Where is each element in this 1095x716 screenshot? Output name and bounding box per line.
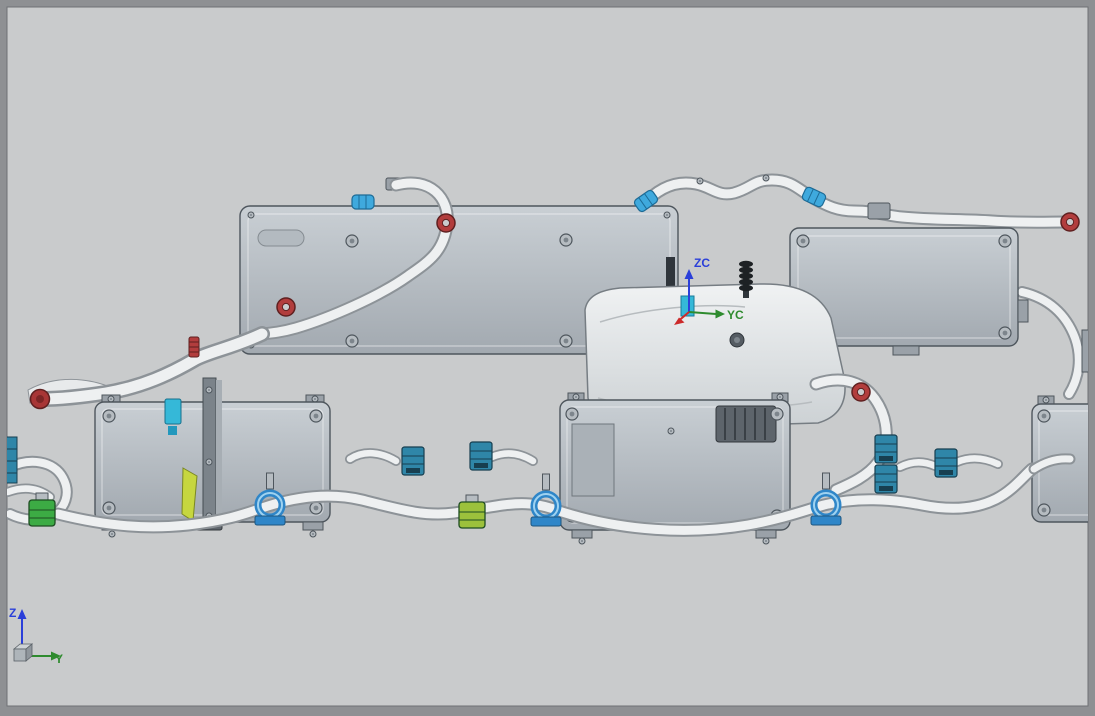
red-ring-clamp[interactable] <box>851 382 871 402</box>
recessed-panel <box>571 423 615 497</box>
left-edge-connector-block[interactable] <box>0 436 18 484</box>
edge-slot <box>666 257 675 303</box>
harness-tube-left[interactable] <box>29 326 270 410</box>
yc-axis-arrow[interactable] <box>688 311 717 315</box>
screw-fastener[interactable] <box>1042 396 1050 404</box>
module-bottom-center[interactable] <box>559 392 791 545</box>
screw-fastener[interactable] <box>345 334 359 348</box>
teal-connector[interactable] <box>401 446 425 476</box>
screw-fastener[interactable] <box>247 211 255 219</box>
z-axis-label: Z <box>9 606 16 620</box>
screw-fastener[interactable] <box>667 427 675 435</box>
mount-foot[interactable] <box>571 529 593 539</box>
xc-arrowhead <box>674 317 685 325</box>
finned-connector-block[interactable] <box>715 405 777 443</box>
assembly-3d-model[interactable]: ZC YC <box>0 173 1095 666</box>
cylinder-boss[interactable] <box>729 332 745 348</box>
screw-fastener[interactable] <box>102 501 116 515</box>
viewport-background[interactable] <box>6 6 1089 707</box>
bracket-housing-center[interactable] <box>584 260 846 429</box>
clip-bolt[interactable] <box>696 177 704 185</box>
screw-fastener[interactable] <box>776 393 784 401</box>
harness-tube-bottom[interactable] <box>7 453 1076 537</box>
harness-tube-center-loop[interactable] <box>809 373 893 497</box>
inline-connector[interactable] <box>867 202 891 220</box>
jumper-tubes[interactable] <box>345 448 1003 472</box>
mount-tab[interactable] <box>892 345 920 356</box>
top-tube-fittings[interactable] <box>632 174 1080 232</box>
teal-connector[interactable] <box>874 434 898 464</box>
screw-fastener[interactable] <box>770 407 784 421</box>
screw-fastener[interactable] <box>796 234 810 248</box>
harness-tube-right-drop[interactable] <box>1016 286 1085 400</box>
teal-connector[interactable] <box>469 441 493 471</box>
mount-foot[interactable] <box>755 529 777 539</box>
screw-fastener[interactable] <box>205 386 213 394</box>
vertical-bracket[interactable] <box>202 377 217 529</box>
screw-fastener[interactable] <box>102 409 116 423</box>
cyan-fitting[interactable] <box>680 295 695 317</box>
corner-triad[interactable]: Z Y <box>9 606 63 666</box>
y-axis-label: Y <box>55 652 63 666</box>
red-ring-clamp[interactable] <box>1060 212 1080 232</box>
teal-connector[interactable] <box>934 448 958 478</box>
screw-fastener[interactable] <box>572 393 580 401</box>
z-arrowhead <box>17 609 27 619</box>
screw-fastener[interactable] <box>762 537 770 545</box>
screw-fastener[interactable] <box>565 407 579 421</box>
zc-axis-label: ZC <box>694 256 710 270</box>
red-ring-clamp[interactable] <box>436 213 456 233</box>
center-triad[interactable]: ZC YC <box>674 256 744 325</box>
y-arrowhead <box>51 651 61 661</box>
screw-fastener[interactable] <box>107 395 115 403</box>
red-grommet[interactable] <box>276 297 296 317</box>
cyan-connector[interactable] <box>164 398 182 425</box>
screw-fastener[interactable] <box>998 234 1012 248</box>
screw-fastener[interactable] <box>663 211 671 219</box>
screw-fastener[interactable] <box>578 537 586 545</box>
screw-fastener[interactable] <box>205 458 213 466</box>
screw-fastener[interactable] <box>345 234 359 248</box>
mount-foot[interactable] <box>302 521 324 531</box>
zc-arrowhead <box>684 269 694 279</box>
screw-fastener[interactable] <box>559 334 573 348</box>
module-top-right[interactable] <box>789 227 1029 356</box>
yc-arrowhead <box>715 309 725 319</box>
screw-fastener[interactable] <box>108 530 116 538</box>
screw-fastener[interactable] <box>309 409 323 423</box>
teal-connector[interactable] <box>874 464 898 494</box>
screw-fastener[interactable] <box>559 233 573 247</box>
vent-slot <box>257 229 305 247</box>
red-end-cap[interactable] <box>29 388 51 410</box>
harness-tube-plate[interactable] <box>255 176 456 341</box>
coil-spring[interactable] <box>739 260 753 298</box>
clip-bolt[interactable] <box>762 174 770 182</box>
screw-fastener[interactable] <box>309 501 323 515</box>
screw-fastener[interactable] <box>1037 409 1051 423</box>
screw-fastener[interactable] <box>1037 503 1051 517</box>
bracket-edge <box>216 380 222 526</box>
right-edge-bracket[interactable] <box>1081 329 1095 373</box>
origin-cube[interactable] <box>12 643 34 662</box>
module-bottom-left[interactable] <box>94 377 331 538</box>
screw-fastener[interactable] <box>311 395 319 403</box>
cover-plate-large[interactable] <box>239 205 679 355</box>
yc-axis-label: YC <box>727 308 744 322</box>
screw-fastener[interactable] <box>998 326 1012 340</box>
cyan-connector-small[interactable] <box>168 426 177 435</box>
blue-tube-clamp[interactable] <box>351 194 375 210</box>
side-bracket[interactable] <box>1017 299 1029 323</box>
screw-fastener[interactable] <box>309 530 317 538</box>
red-ridged-stem[interactable] <box>188 336 200 358</box>
